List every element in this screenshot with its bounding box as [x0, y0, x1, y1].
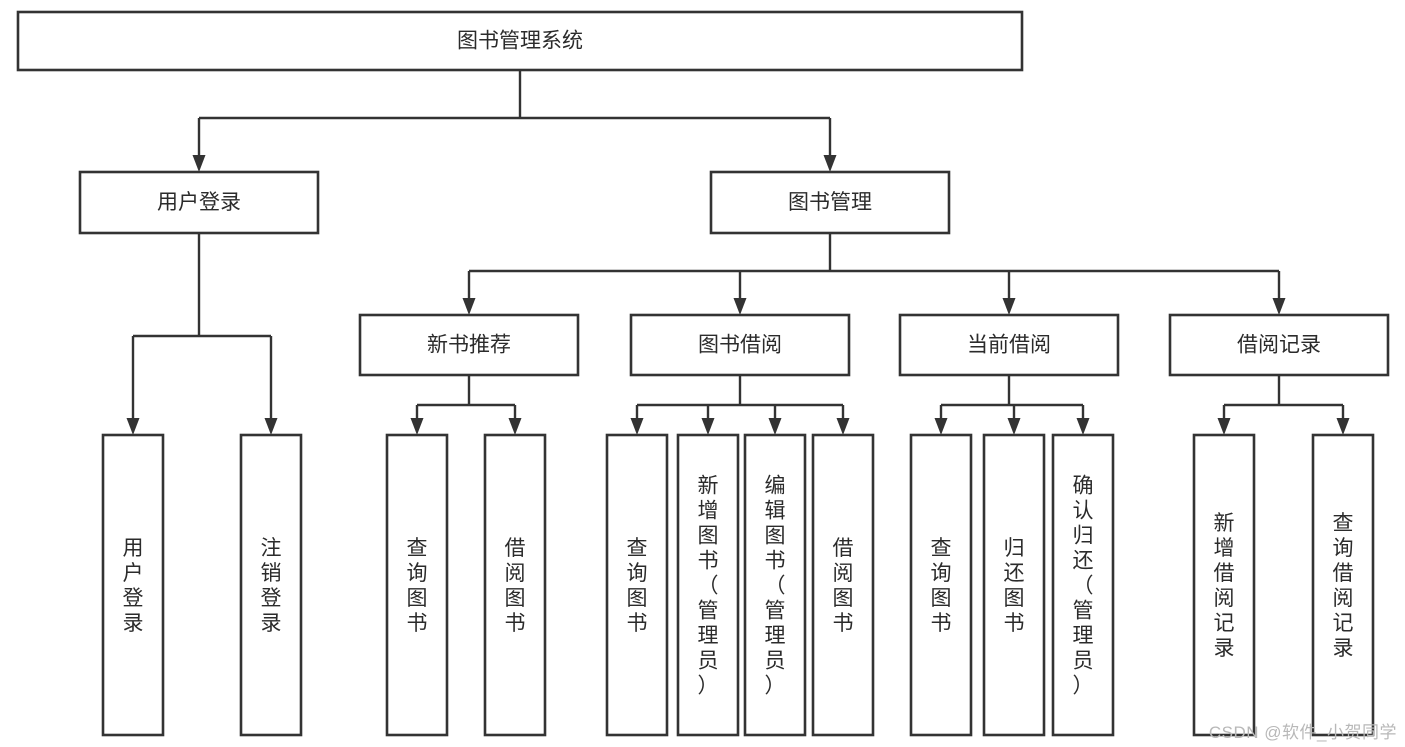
node-level4-leaf-query-book-1[interactable]: 查询图书 — [385, 433, 449, 737]
node-box[interactable] — [1051, 433, 1115, 737]
node-box[interactable] — [676, 433, 740, 737]
connector-root-to-level2 — [192, 70, 837, 172]
node-box[interactable] — [982, 433, 1046, 737]
node-label: 图书管理系统 — [457, 30, 583, 53]
connectors-layer — [126, 70, 1350, 435]
arrow-head-icon — [1007, 418, 1021, 435]
node-level4-leaf-return-book[interactable]: 归还图书 — [982, 433, 1046, 737]
node-level2-book-manage[interactable]: 图书管理 — [709, 170, 951, 235]
arrow-head-icon — [701, 418, 715, 435]
node-level4-leaf-user-logout[interactable]: 注销登录 — [239, 433, 303, 737]
connector-book-manage-children — [462, 233, 1286, 315]
node-label: 当前借阅 — [967, 334, 1051, 357]
node-box[interactable] — [898, 313, 1120, 377]
connector-current-borrow-children — [934, 375, 1090, 435]
node-root-root[interactable]: 图书管理系统 — [16, 10, 1024, 72]
node-box[interactable] — [1311, 433, 1375, 737]
connector-new-book-rec-children — [410, 375, 522, 435]
node-label: 图书管理 — [788, 191, 872, 214]
node-level4-leaf-add-book-admin[interactable]: 新增图书（管理员） — [676, 433, 740, 737]
node-level4-leaf-edit-book-admin[interactable]: 编辑图书（管理员） — [743, 433, 807, 737]
connector-borrow-record-children — [1217, 375, 1350, 435]
arrow-head-icon — [768, 418, 782, 435]
arrow-head-icon — [1272, 298, 1286, 315]
node-label: 借阅图书 — [833, 537, 854, 635]
arrow-head-icon — [1217, 418, 1231, 435]
connector-book-borrow-children — [630, 375, 850, 435]
node-level4-leaf-borrow-book-2[interactable]: 借阅图书 — [811, 433, 875, 737]
node-level4-leaf-confirm-return-admin[interactable]: 确认归还（管理员） — [1051, 433, 1115, 737]
arrow-head-icon — [264, 418, 278, 435]
node-level2-user-login[interactable]: 用户登录 — [78, 170, 320, 235]
arrow-head-icon — [508, 418, 522, 435]
watermark-text: CSDN @软件_小贺同学 — [1208, 723, 1397, 742]
node-box[interactable] — [1168, 313, 1390, 377]
node-label: 借阅图书 — [505, 537, 526, 635]
node-label: 新增借阅记录 — [1214, 512, 1235, 660]
node-level3-book-borrow[interactable]: 图书借阅 — [629, 313, 851, 377]
node-box[interactable] — [239, 433, 303, 737]
arrow-head-icon — [733, 298, 747, 315]
node-level4-leaf-query-book-3[interactable]: 查询图书 — [909, 433, 973, 737]
node-level3-borrow-record[interactable]: 借阅记录 — [1168, 313, 1390, 377]
node-label: 查询图书 — [627, 537, 648, 635]
node-label: 编辑图书（管理员） — [765, 475, 786, 698]
arrow-head-icon — [836, 418, 850, 435]
node-label: 用户登录 — [157, 191, 241, 214]
node-box[interactable] — [16, 10, 1024, 72]
node-label: 归还图书 — [1004, 537, 1025, 635]
arrow-head-icon — [410, 418, 424, 435]
node-box[interactable] — [909, 433, 973, 737]
node-label: 借阅记录 — [1237, 334, 1321, 357]
arrow-head-icon — [126, 418, 140, 435]
node-level4-leaf-borrow-book-1[interactable]: 借阅图书 — [483, 433, 547, 737]
node-level4-leaf-user-login[interactable]: 用户登录 — [101, 433, 165, 737]
arrow-head-icon — [462, 298, 476, 315]
node-box[interactable] — [743, 433, 807, 737]
connector-user-login-children — [126, 233, 278, 435]
node-level4-leaf-query-borrow-record[interactable]: 查询借阅记录 — [1311, 433, 1375, 737]
node-box[interactable] — [78, 170, 320, 235]
node-label: 新增图书（管理员） — [698, 475, 719, 698]
node-level3-new-book-rec[interactable]: 新书推荐 — [358, 313, 580, 377]
arrow-head-icon — [823, 155, 837, 172]
node-label: 新书推荐 — [427, 334, 511, 357]
arrow-head-icon — [1076, 418, 1090, 435]
node-label: 图书借阅 — [698, 334, 782, 357]
node-box[interactable] — [101, 433, 165, 737]
node-box[interactable] — [385, 433, 449, 737]
node-box[interactable] — [1192, 433, 1256, 737]
node-box[interactable] — [358, 313, 580, 377]
arrow-head-icon — [934, 418, 948, 435]
nodes-layer: 图书管理系统用户登录图书管理新书推荐图书借阅当前借阅借阅记录用户登录注销登录查询… — [16, 10, 1390, 737]
node-label: 用户登录 — [123, 537, 144, 635]
arrow-head-icon — [1336, 418, 1350, 435]
node-label: 注销登录 — [261, 537, 282, 635]
node-box[interactable] — [709, 170, 951, 235]
node-label: 查询图书 — [407, 537, 428, 635]
arrow-head-icon — [1002, 298, 1016, 315]
node-level3-current-borrow[interactable]: 当前借阅 — [898, 313, 1120, 377]
node-label: 查询借阅记录 — [1333, 512, 1354, 660]
node-box[interactable] — [629, 313, 851, 377]
node-box[interactable] — [811, 433, 875, 737]
node-level4-leaf-query-book-2[interactable]: 查询图书 — [605, 433, 669, 737]
node-level4-leaf-add-borrow-record[interactable]: 新增借阅记录 — [1192, 433, 1256, 737]
node-box[interactable] — [605, 433, 669, 737]
node-label: 确认归还（管理员） — [1073, 475, 1094, 698]
arrow-head-icon — [630, 418, 644, 435]
node-box[interactable] — [483, 433, 547, 737]
node-label: 查询图书 — [931, 537, 952, 635]
arrow-head-icon — [192, 155, 206, 172]
